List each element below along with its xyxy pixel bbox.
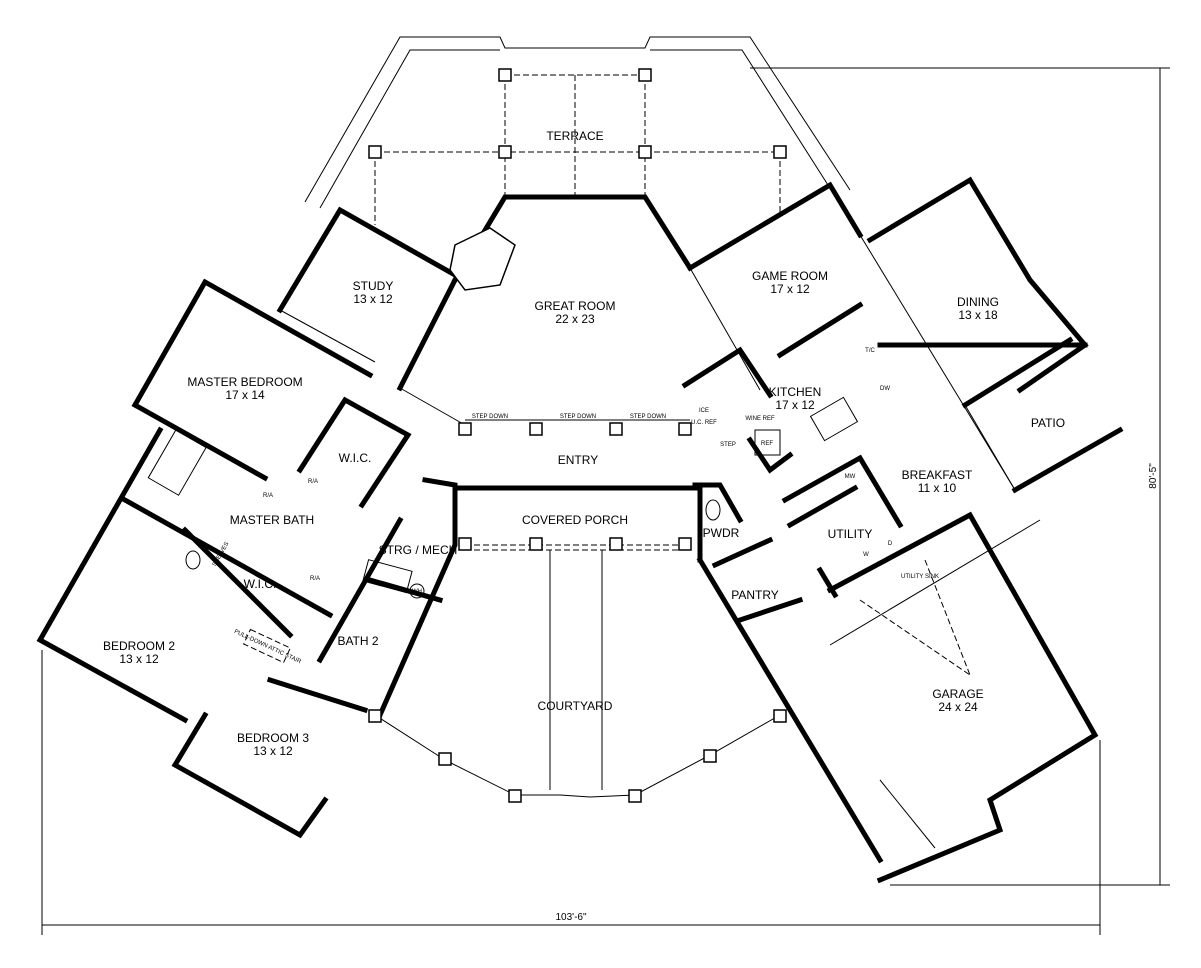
bathtub (147, 429, 207, 496)
room-breakfast: BREAKFAST (902, 468, 973, 482)
room-pantry: PANTRY (731, 588, 779, 602)
room-great-room: GREAT ROOM (535, 299, 616, 313)
svg-text:17 x 12: 17 x 12 (775, 398, 815, 412)
terrace (304, 36, 851, 225)
kitchen-island (809, 396, 859, 442)
utility-sink-label: UTILITY SINK (901, 574, 939, 580)
ra-label: R/A (263, 493, 273, 499)
room-dining: DINING (957, 295, 999, 309)
room-terrace: TERRACE (546, 129, 603, 143)
room-bedroom-2: BEDROOM 2 (103, 639, 175, 653)
room-pwdr: PWDR (703, 526, 740, 540)
refrigerator (754, 429, 781, 456)
ref-label: REF (761, 441, 773, 447)
room-kitchen: KITCHEN (769, 385, 822, 399)
depth-dimension: 80'-5" (1148, 463, 1159, 489)
tc-label: T/C (865, 348, 875, 354)
fireplace (449, 227, 516, 291)
ra-label: R/A (308, 479, 318, 485)
room-courtyard: COURTYARD (538, 699, 613, 713)
step-down-label: STEP DOWN (472, 414, 508, 420)
svg-text:17 x 12: 17 x 12 (770, 282, 810, 296)
ice-label: ICE (699, 408, 709, 414)
room-bedroom-3: BEDROOM 3 (237, 731, 309, 745)
walls (36, 176, 1124, 884)
svg-text:24 x 24: 24 x 24 (938, 700, 978, 714)
dryer-label: D (888, 541, 893, 547)
room-study: STUDY (353, 279, 394, 293)
mw-label: MW (845, 474, 856, 480)
svg-text:17 x 14: 17 x 14 (225, 388, 265, 402)
room-garage: GARAGE (932, 687, 983, 701)
uc-ref-label: U.C. REF (691, 420, 717, 426)
room-covered-porch: COVERED PORCH (522, 513, 628, 527)
dimension-lines: 103'-6" 80'-5" (41, 67, 1170, 935)
room-strg-mech: STRG / MECH (379, 543, 458, 557)
bath2-tub (362, 559, 413, 594)
room-game-room: GAME ROOM (752, 269, 828, 283)
room-bath-2: BATH 2 (337, 634, 378, 648)
svg-text:13 x 18: 13 x 18 (958, 308, 998, 322)
wine-ref-label: WINE REF (745, 416, 775, 422)
fixtures: REF ICE U.C. REF WINE REF STEP T/C DW MW… (147, 227, 939, 666)
room-patio: PATIO (1031, 416, 1065, 430)
svg-text:22 x 23: 22 x 23 (555, 312, 595, 326)
room-master-bath: MASTER BATH (230, 513, 314, 527)
width-dimension: 103'-6" (555, 912, 586, 923)
water-heater-label: WH (412, 589, 422, 595)
room-entry: ENTRY (558, 453, 598, 467)
room-utility: UTILITY (828, 527, 873, 541)
svg-text:13 x 12: 13 x 12 (353, 292, 393, 306)
washer-label: W (863, 552, 869, 558)
room-wic-1: W.I.C. (339, 451, 372, 465)
svg-text:13 x 12: 13 x 12 (253, 744, 293, 758)
room-master-bedroom: MASTER BEDROOM (187, 375, 302, 389)
room-wic-2: W.I.C. (244, 577, 277, 591)
toilet (185, 550, 201, 570)
step-label: STEP (720, 442, 736, 448)
step-down-label: STEP DOWN (560, 414, 596, 420)
step-down-label: STEP DOWN (630, 414, 666, 420)
svg-text:11 x 10: 11 x 10 (918, 481, 957, 495)
ra-label: R/A (310, 576, 320, 582)
toilet (705, 499, 721, 521)
dw-label: DW (880, 386, 890, 392)
svg-text:13 x 12: 13 x 12 (119, 652, 159, 666)
room-labels: TERRACE STUDY 13 x 12 GREAT ROOM 22 x 23… (103, 129, 1065, 758)
